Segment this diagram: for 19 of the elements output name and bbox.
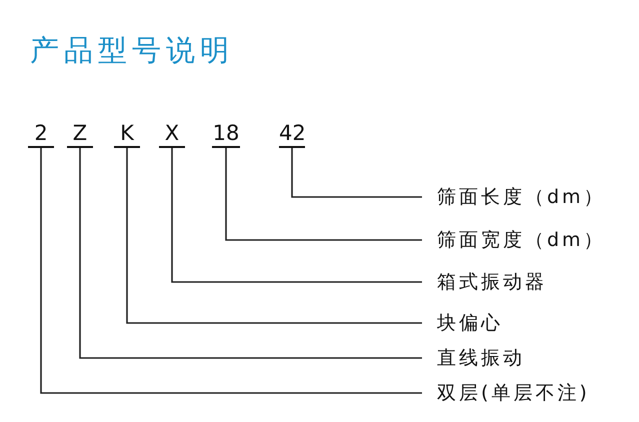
description-label: 双层(单层不注) bbox=[422, 379, 590, 407]
code-character: K bbox=[114, 120, 140, 148]
code-character: X bbox=[159, 120, 185, 148]
title: 产品型号说明 bbox=[30, 32, 234, 69]
description-label: 块偏心 bbox=[422, 309, 503, 337]
leader-line bbox=[40, 148, 422, 394]
leader-line bbox=[225, 148, 422, 241]
description-label: 筛面长度（dm） bbox=[422, 183, 606, 211]
leader-line bbox=[79, 148, 422, 359]
leader-line bbox=[126, 148, 422, 324]
description-label: 直线振动 bbox=[422, 344, 525, 372]
leader-line bbox=[291, 148, 422, 198]
code-character: Z bbox=[67, 120, 93, 148]
code-character: 42 bbox=[279, 120, 305, 148]
leader-line bbox=[171, 148, 422, 283]
description-label: 筛面宽度（dm） bbox=[422, 226, 606, 254]
description-label: 箱式振动器 bbox=[422, 268, 547, 296]
code-character: 18 bbox=[212, 120, 240, 148]
code-character: 2 bbox=[28, 120, 54, 148]
